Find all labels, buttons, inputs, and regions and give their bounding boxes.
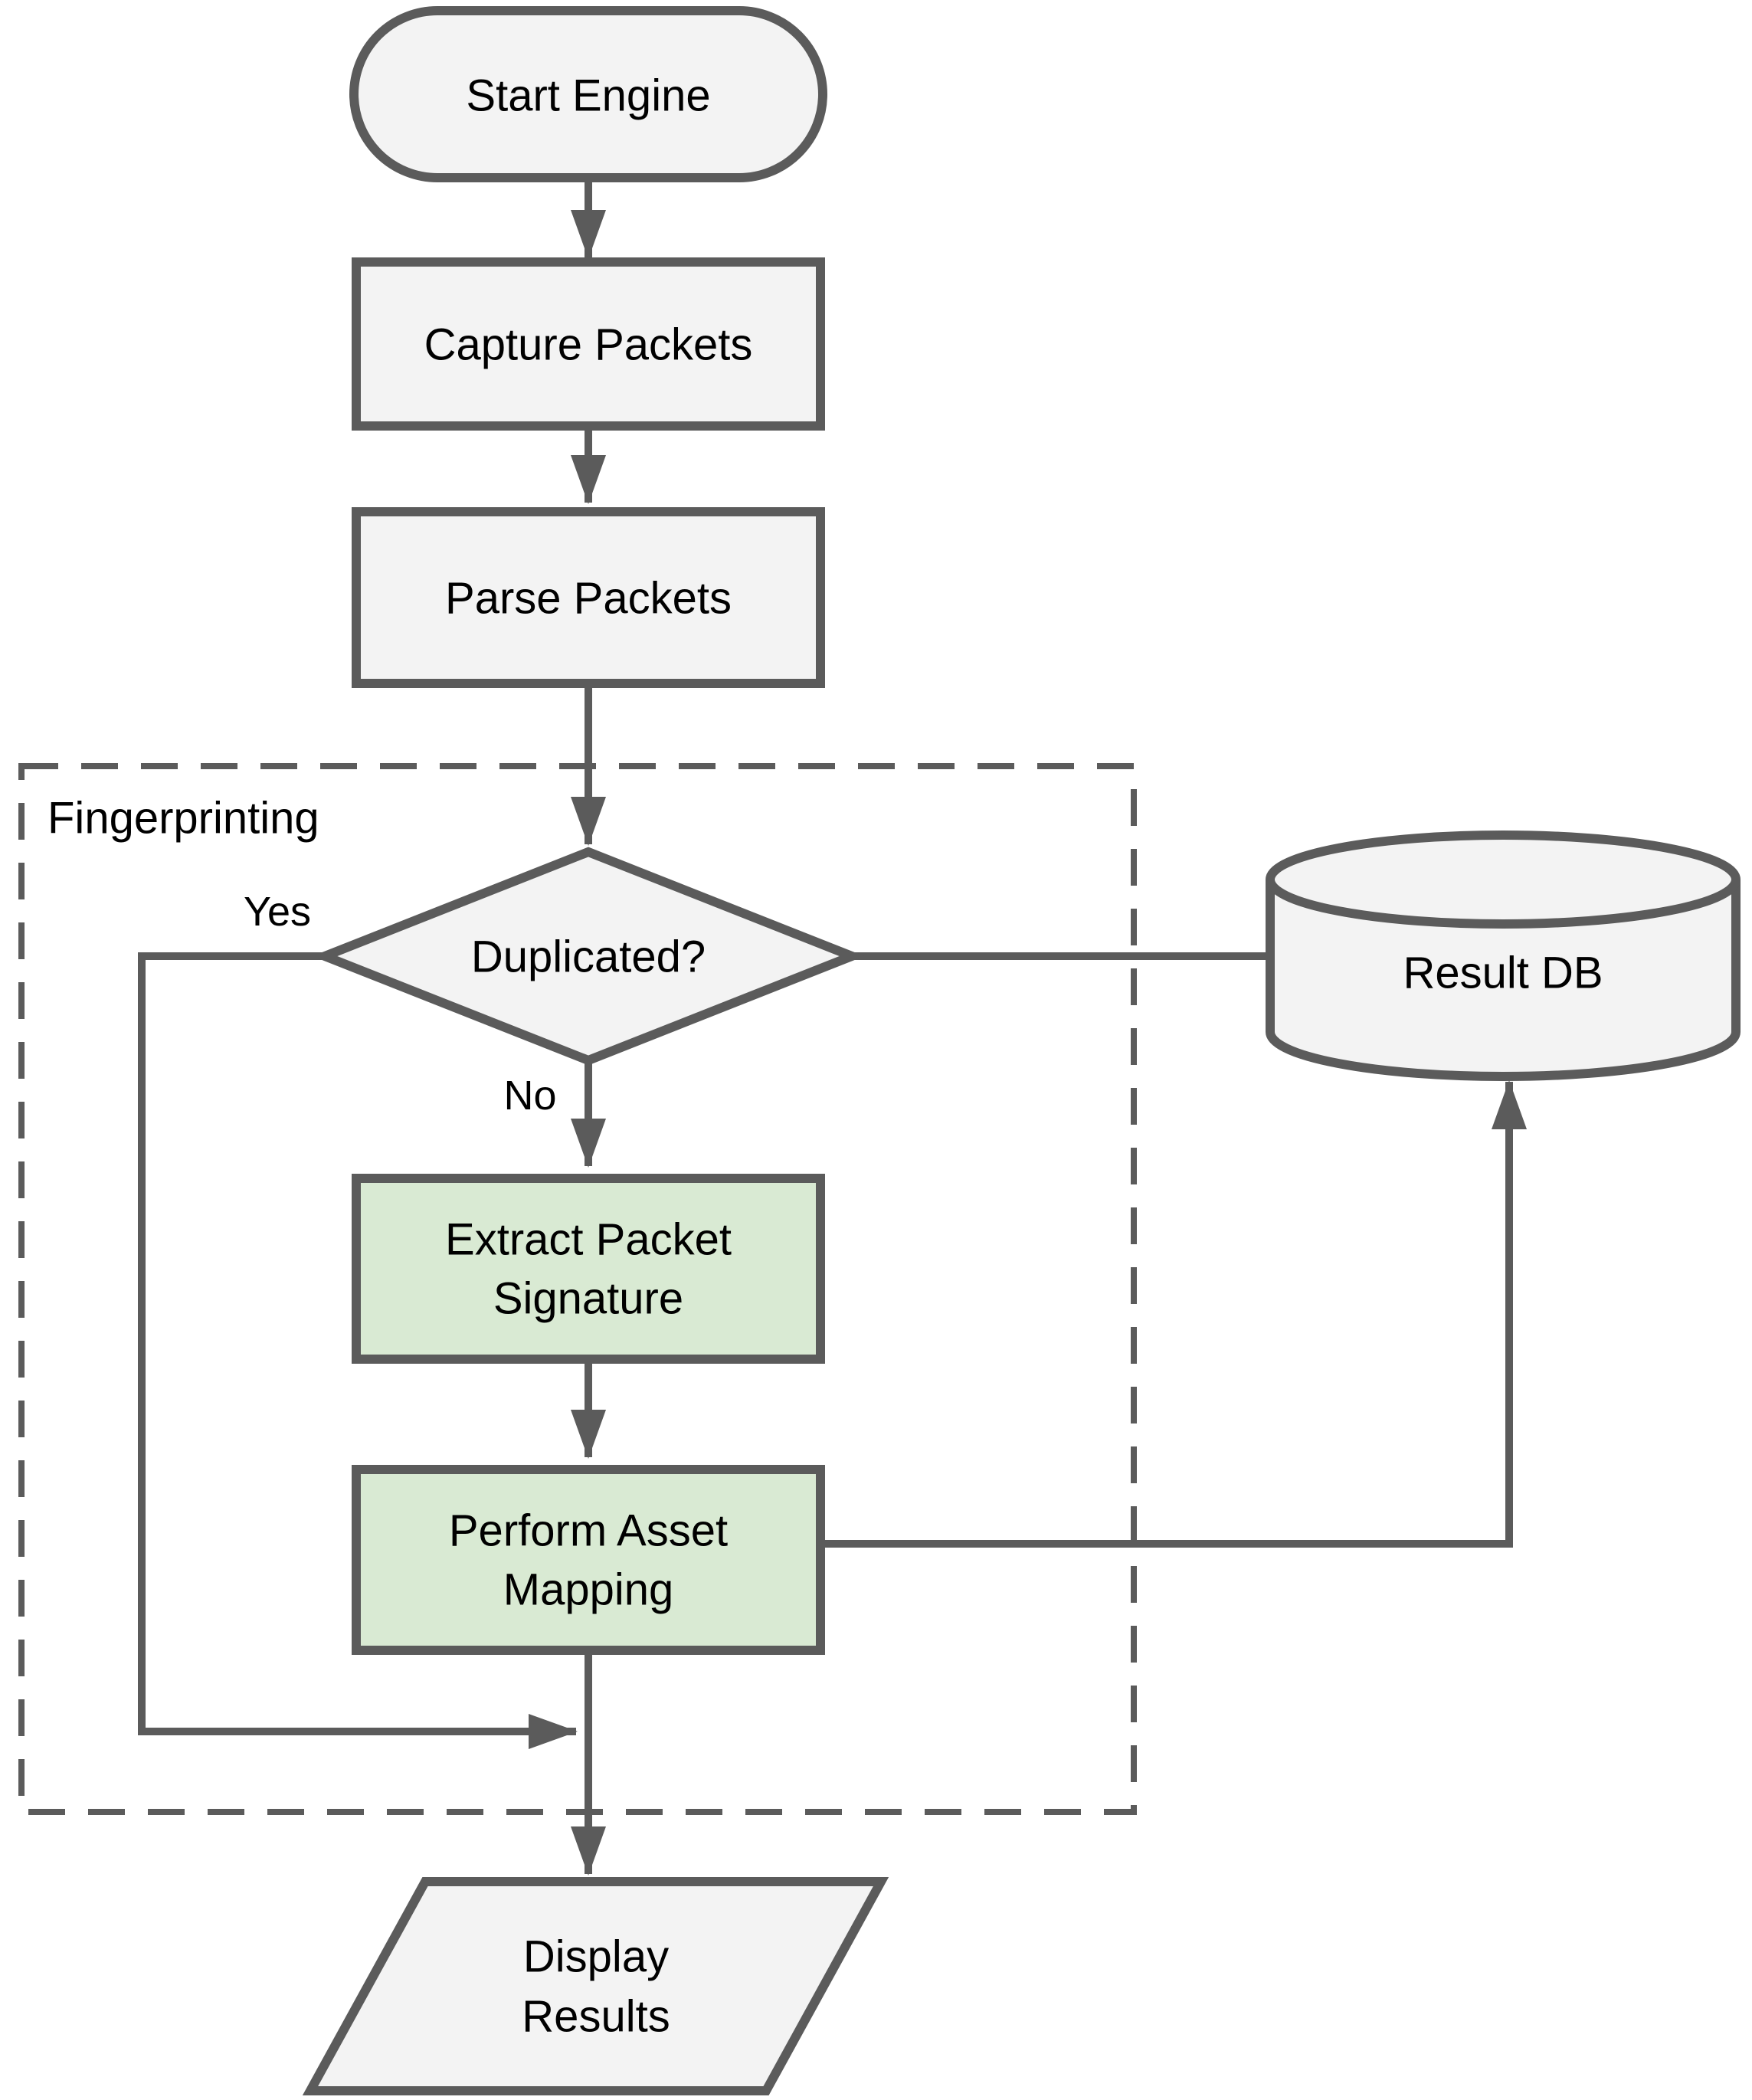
edges [138,178,1527,1876]
node-start-engine [349,6,827,182]
node-parse-packets [352,507,825,688]
node-result-db [1266,830,1741,1081]
display-label-line2: Results [522,1992,670,2042]
capture-packets-label: Capture Packets [424,320,753,370]
perform-label-line1: Perform Asset [449,1506,728,1556]
no-edge-label: No [503,1073,556,1119]
parse-packets-label: Parse Packets [445,574,732,624]
node-capture-packets [352,257,825,431]
start-engine-label: Start Engine [466,71,710,121]
node-duplicated-decision [312,847,865,1066]
labels: Fingerprinting Start Engine Capture Pack… [47,71,1603,2042]
edge-perform-to-resultdb [820,1080,1527,1548]
fingerprinting-container [18,763,1137,1815]
edge-duplicated-yes-loop [138,952,578,1749]
node-perform-asset-mapping [352,1465,825,1655]
display-label-line1: Display [523,1932,669,1982]
duplicated-label: Duplicated? [471,932,706,982]
extract-label-line1: Extract Packet [445,1215,732,1265]
node-extract-packet-signature [352,1174,825,1364]
nodes [302,6,1741,2095]
extract-label-line2: Signature [493,1274,683,1324]
fingerprinting-label: Fingerprinting [47,794,319,844]
perform-label-line2: Mapping [503,1565,673,1615]
result-db-label: Result DB [1403,948,1603,998]
node-display-results [302,1877,889,2095]
database-top [1266,830,1741,929]
database-body [1266,880,1741,1081]
yes-edge-label: Yes [244,889,311,935]
